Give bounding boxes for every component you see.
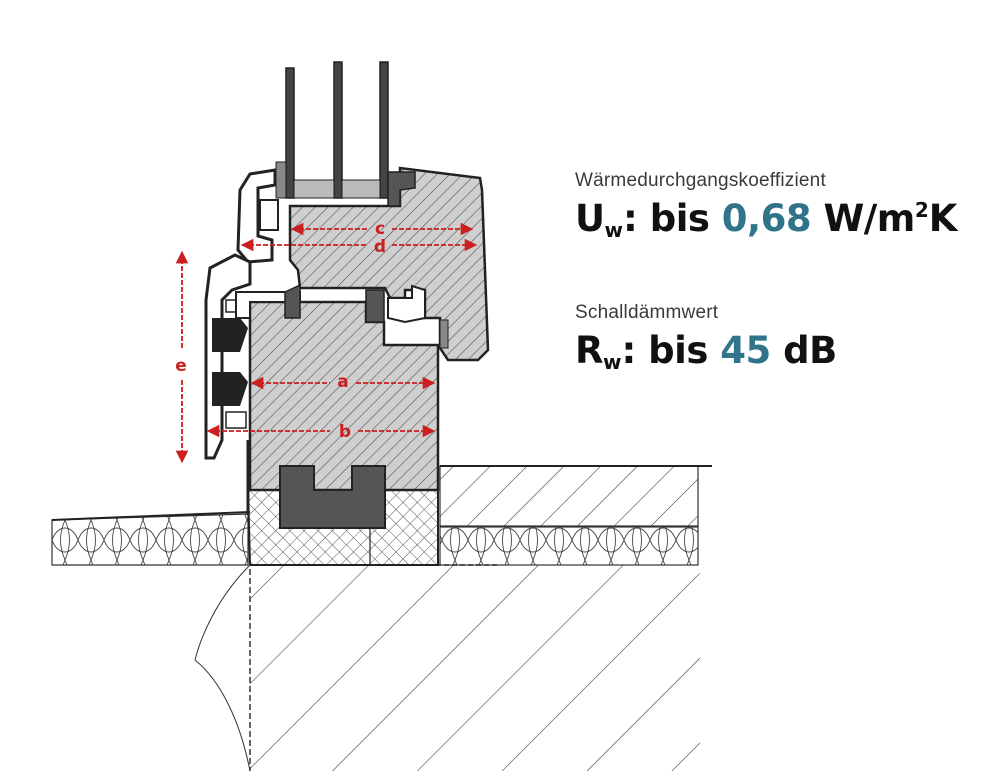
- frame-core-block: [279, 465, 386, 529]
- thermal-symbol: U: [575, 197, 605, 240]
- outer-sill-line: [51, 511, 251, 521]
- sash-profile: [288, 166, 490, 362]
- acoustic-value-line: Rw: bis 45 dB: [575, 332, 837, 372]
- dimension-d-label: d: [374, 237, 386, 257]
- wall-section: [194, 560, 700, 771]
- frame-profile: [248, 300, 440, 492]
- dimension-c-label: c: [375, 219, 385, 239]
- dimension-e: e: [175, 250, 189, 464]
- triple-glazing: [275, 61, 416, 207]
- acoustic-caption: Schalldämmwert: [575, 302, 719, 323]
- left-insulation: [51, 513, 249, 566]
- right-insulation: [439, 526, 699, 566]
- dimension-c: c: [290, 219, 474, 239]
- thermal-unit-end: K: [928, 197, 958, 240]
- dimension-d: d: [240, 237, 478, 257]
- thermal-value-line: Uw: bis 0,68 W/m2K: [575, 200, 957, 240]
- thermal-subscript: w: [604, 218, 624, 242]
- dimension-a: a: [250, 372, 436, 392]
- thermal-value: 0,68: [721, 197, 812, 240]
- acoustic-unit: dB: [770, 329, 837, 372]
- acoustic-value: 45: [720, 329, 771, 372]
- acoustic-subscript: w: [603, 350, 622, 374]
- thermal-unit-exponent: 2: [914, 198, 929, 222]
- dimension-e-label: e: [175, 356, 187, 376]
- dimension-b-label: b: [339, 422, 351, 442]
- dimension-b: b: [206, 422, 436, 442]
- acoustic-symbol: R: [575, 329, 604, 372]
- acoustic-prefix: : bis: [621, 329, 721, 372]
- thermal-caption: Wärmedurchgangskoeffizient: [575, 170, 826, 191]
- thermal-spec: Wärmedurchgangskoeffizient Uw: bis 0,68 …: [575, 170, 957, 240]
- dimension-a-label: a: [337, 372, 348, 392]
- thermal-prefix: : bis: [623, 197, 722, 240]
- acoustic-spec: Schalldämmwert Rw: bis 45 dB: [575, 302, 837, 372]
- floor-screed: [439, 465, 712, 527]
- thermal-unit: W/m: [811, 197, 915, 240]
